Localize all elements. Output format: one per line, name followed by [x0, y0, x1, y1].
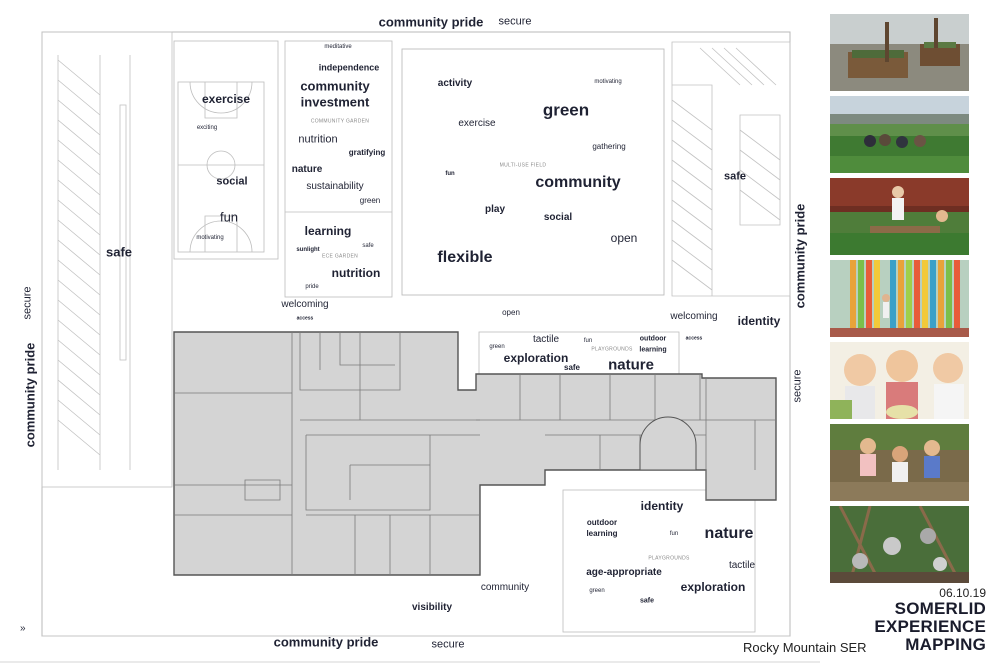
word-green-lower: green: [589, 588, 605, 594]
photo-hanging-pots: [830, 506, 969, 583]
word-fun-pg: fun: [583, 338, 593, 344]
word-activity: activity: [437, 78, 473, 89]
word-safe-left: safe: [105, 244, 133, 260]
word-exercise-field: exercise: [458, 118, 496, 129]
word-safe-lower: safe: [639, 597, 655, 605]
word-exercise: exercise: [201, 92, 251, 106]
word-identity-lower: identity: [640, 499, 684, 513]
sports-court: [173, 40, 279, 260]
word-fun-lower: fun: [669, 531, 679, 537]
parking-lot-right: [671, 41, 791, 297]
word-green-field: green: [542, 100, 590, 120]
word-safe-pg: safe: [563, 363, 581, 372]
word-independence: independence: [318, 62, 380, 73]
word-nature-cg: nature: [291, 164, 323, 175]
multi-use-field: [401, 48, 665, 296]
zone-tag-community-garden: COMMUNITY GARDEN: [310, 118, 370, 125]
rotunda: [639, 416, 697, 471]
word-top-secure: secure: [498, 15, 532, 28]
zone-tag-playgrounds-upper: PLAYGROUNDS: [591, 346, 633, 353]
word-community-lower: community: [480, 582, 530, 593]
word-exploration-lower: exploration: [680, 580, 746, 594]
word-sunlight: sunlight: [296, 247, 320, 253]
word-age-appropriate: age-appropriate: [586, 567, 662, 578]
word-investment: investment: [300, 94, 370, 110]
word-motivating: motivating: [196, 235, 224, 241]
word-motivating-field: motivating: [594, 79, 622, 85]
word-bottom-secure: secure: [431, 638, 465, 651]
word-community-cg: community: [300, 78, 370, 94]
roads: [0, 635, 820, 663]
lower-playground: [562, 489, 756, 633]
photo-garden-gathering: [830, 96, 969, 173]
word-welcoming-left: welcoming: [281, 299, 329, 310]
organization-name: Rocky Mountain SER: [743, 640, 867, 655]
word-access-pg: access: [685, 335, 703, 342]
word-tactile-pg: tactile: [532, 334, 560, 345]
word-flexible: flexible: [437, 249, 493, 266]
word-fun: fun: [219, 209, 239, 225]
word-right-secure: secure: [791, 369, 804, 403]
word-learning-ece: learning: [304, 224, 352, 238]
word-pride: pride: [305, 284, 319, 290]
word-sustainability: sustainability: [306, 181, 364, 192]
photo-kids-outdoor-play: [830, 424, 969, 501]
word-safe-ece: safe: [362, 243, 374, 249]
word-community-field: community: [535, 174, 621, 191]
word-open-mid: open: [502, 308, 520, 317]
title-line-1: SOMERLID: [894, 599, 986, 618]
word-exciting: exciting: [196, 125, 218, 131]
word-nature-lower: nature: [704, 525, 754, 542]
word-exploration-pg: exploration: [503, 351, 569, 365]
zone-tag-ece-garden: ECE GARDEN: [321, 253, 359, 260]
word-meditative: meditative: [324, 44, 352, 50]
word-green-cg: green: [359, 196, 381, 205]
photo-colorful-fence: [830, 260, 969, 337]
word-visibility: visibility: [411, 602, 453, 613]
word-tactile-lower: tactile: [728, 560, 756, 571]
site-plan: [0, 31, 820, 663]
word-learning-lower: learning: [586, 529, 618, 538]
parking-lot-left: [41, 31, 173, 488]
title-line-2: EXPERIENCE: [874, 616, 986, 636]
zone-tag-playgrounds-lower: PLAYGROUNDS: [648, 555, 690, 562]
word-green-pg: green: [489, 344, 505, 350]
word-learning-pg: learning: [639, 346, 667, 354]
title-line-3: MAPPING: [905, 634, 986, 654]
word-right-community-pride: community pride: [792, 203, 808, 309]
word-outdoor-lower: outdoor: [586, 518, 618, 527]
word-play: play: [484, 204, 506, 215]
word-gratifying: gratifying: [348, 148, 386, 157]
title-block: 06.10.19 SOMERLID EXPERIENCE MAPPING: [874, 586, 986, 654]
word-left-secure: secure: [21, 286, 34, 320]
double-chevron-right-icon[interactable]: »: [20, 623, 26, 634]
word-safe-right: safe: [723, 170, 747, 183]
community-garden-zone: [284, 40, 393, 298]
word-nature-pg: nature: [608, 356, 654, 374]
photo-students-in-garden: [830, 178, 969, 255]
word-access-left: access: [296, 315, 314, 322]
zone-tag-multi-use-field: MULTI-USE FIELD: [499, 162, 547, 169]
plan-date: 06.10.19: [939, 586, 986, 600]
word-social-field: social: [543, 212, 573, 223]
word-nutrition-cg: nutrition: [298, 133, 338, 146]
word-top-community-pride: community pride: [378, 14, 484, 30]
word-bottom-community-pride: community pride: [273, 634, 379, 650]
word-outdoor-pg: outdoor: [639, 335, 667, 343]
word-fun-field: fun: [445, 171, 455, 177]
word-left-community-pride: community pride: [22, 342, 38, 448]
word-gathering: gathering: [592, 142, 626, 151]
word-identity-right: identity: [737, 314, 781, 328]
word-nutrition-ece: nutrition: [331, 266, 381, 280]
word-social: social: [216, 175, 248, 188]
photo-raised-garden-beds: [830, 14, 969, 91]
word-welcoming-right: welcoming: [670, 311, 718, 322]
word-open-field: open: [610, 231, 638, 245]
photo-children-at-table: [830, 342, 969, 419]
